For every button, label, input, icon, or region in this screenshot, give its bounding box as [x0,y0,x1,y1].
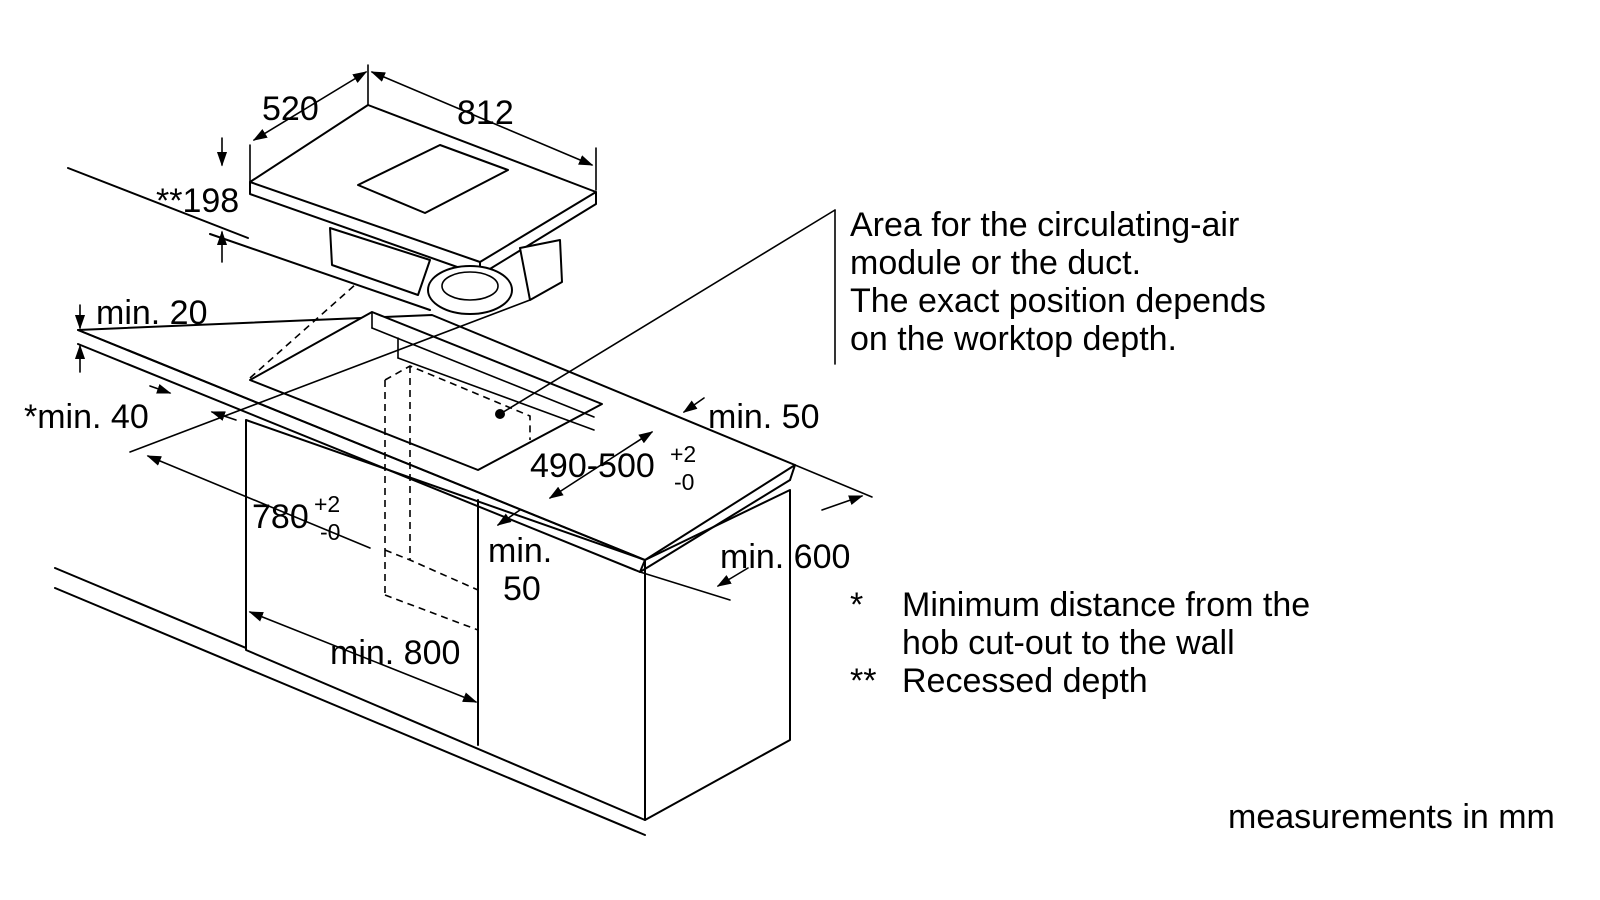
legend-text-min-distance-2: hob cut-out to the wall [902,624,1235,662]
dimension-labels: 520 812 **198 min. 20 *min. 40 min. 50 4… [24,90,850,672]
hob-cutout [249,311,603,471]
label-hob-width: 812 [457,94,514,132]
hob-glass-top [249,104,597,263]
label-cutout-width-plus: +2 [314,491,340,517]
label-cutout-width: 780 [252,498,309,536]
label-min-50-front-line2: 50 [503,570,541,608]
label-hob-depth: 520 [262,90,319,128]
label-min-800: min. 800 [330,634,460,672]
fan-motor [427,265,513,315]
worktop-and-cabinet [54,283,796,836]
legend-symbol-single-asterisk: * [850,586,863,624]
legend-symbol-double-asterisk: ** [850,662,876,700]
downdraft-fan-housing [329,227,431,296]
label-min-40: *min. 40 [24,398,149,436]
units-note: measurements in mm [1228,798,1555,836]
hob-appliance [67,104,597,315]
label-cutout-depth-minus: -0 [674,469,694,495]
dimension-lines [74,64,873,703]
area-note-line-4: on the worktop depth. [850,320,1177,358]
label-min-50-front-line1: min. [488,532,552,570]
label-min-600: min. 600 [720,538,850,576]
area-note: Area for the circulating-air module or t… [850,206,1266,358]
label-cutout-depth-plus: +2 [670,441,696,467]
cabinet-side [644,489,791,821]
label-cutout-depth: 490-500 [530,447,655,485]
area-note-line-2: module or the duct. [850,244,1141,282]
legend-text-recessed-depth: Recessed depth [902,662,1148,700]
area-note-line-3: The exact position depends [850,282,1266,320]
area-note-line-1: Area for the circulating-air [850,206,1239,244]
label-min-20: min. 20 [96,294,208,332]
label-cutout-width-minus: -0 [320,519,340,545]
label-recessed-depth: **198 [156,182,239,220]
legend-text-min-distance-1: Minimum distance from the [902,586,1310,624]
label-min-50-right: min. 50 [708,398,820,436]
legend: * Minimum distance from the hob cut-out … [850,586,1310,700]
